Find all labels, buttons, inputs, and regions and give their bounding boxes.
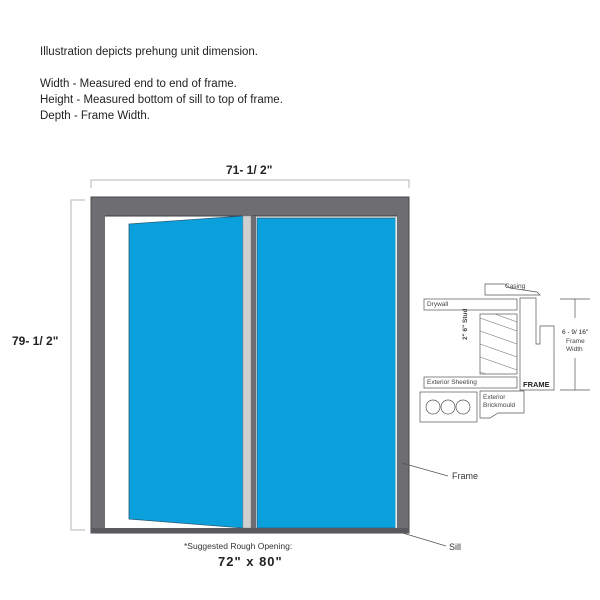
casing-label: Casing <box>505 283 526 290</box>
sill-callout-line <box>395 530 447 547</box>
exterior-sheeting-shape <box>423 376 518 389</box>
rough-opening-caption: *Suggested Rough Opening: <box>184 541 293 551</box>
drywall-shape <box>423 298 518 311</box>
frame-label: FRAME <box>523 380 550 389</box>
casing-shape <box>484 283 541 296</box>
frame-cross-section <box>419 283 590 423</box>
drywall-label: Drywall <box>427 301 449 308</box>
rough-opening-value: 72" x 80" <box>218 554 283 569</box>
height-dimension-label: 79- 1/ 2" <box>12 334 59 348</box>
sill <box>91 528 409 533</box>
description-notes: Illustration depicts prehung unit dimens… <box>40 44 283 124</box>
frame-width-label-1: Frame <box>566 338 585 345</box>
sill-callout-label: Sill <box>449 542 462 552</box>
frame-callout-line <box>401 462 449 477</box>
width-dimension-label: 71- 1/ 2" <box>226 163 273 177</box>
note-depth: Depth - Frame Width. <box>40 110 150 122</box>
width-dimension-line <box>90 179 410 188</box>
frame-width-value: 6 - 9/ 16" <box>562 329 589 336</box>
height-dimension-line <box>70 199 85 531</box>
frame-width-label-2: Width <box>566 346 583 353</box>
stud-shape <box>479 313 518 375</box>
brickmould-shape <box>479 390 525 419</box>
exterior-brickmould-label-2: Brickmould <box>483 402 516 409</box>
note-width: Width - Measured end to end of frame. <box>40 78 237 90</box>
note-intro: Illustration depicts prehung unit dimens… <box>40 46 258 58</box>
frame-profile-shape <box>519 297 555 391</box>
right-door-panel <box>256 217 397 529</box>
stud-label: 2" 6" Stud <box>462 308 469 340</box>
exterior-brickmould-label-1: Exterior <box>483 394 506 401</box>
exterior-sheeting-label: Exterior Sheeting <box>427 379 477 386</box>
left-door-panel-open <box>128 215 244 529</box>
note-height: Height - Measured bottom of sill to top … <box>40 94 283 106</box>
center-divider <box>242 215 252 529</box>
frame-callout-label: Frame <box>452 471 479 481</box>
